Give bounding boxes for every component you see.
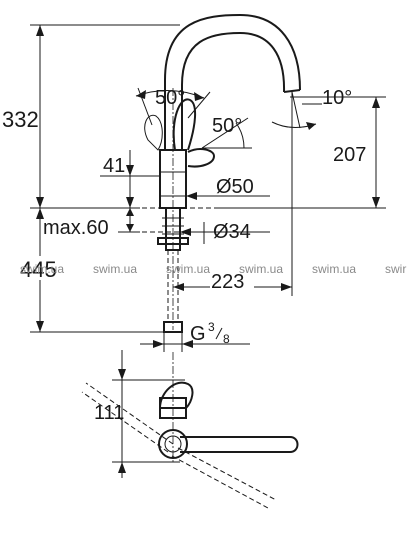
top-view-depth-dimension: 111 bbox=[94, 350, 185, 478]
total-height-dimension: 332 bbox=[2, 24, 180, 209]
spout-outer-curve bbox=[164, 13, 301, 150]
base-circle bbox=[158, 429, 188, 459]
watermark-row: swim.ua swim.ua swim.ua swim.ua swim.ua … bbox=[20, 262, 406, 276]
thread-label: G bbox=[190, 323, 206, 345]
hole-diameter-dimension: Ø34 bbox=[180, 221, 270, 244]
faucet-top-view bbox=[81, 352, 299, 509]
base-inner-circle bbox=[164, 435, 182, 453]
spout-tilt-dimension: 10° bbox=[271, 87, 352, 130]
faucet-side-view bbox=[144, 13, 301, 330]
spout-ghost-left bbox=[81, 382, 174, 453]
spout-tip bbox=[283, 89, 301, 93]
spout-tilt-label: 10° bbox=[322, 87, 352, 109]
spout-height-dimension: 207 bbox=[215, 96, 386, 209]
spout-inner-curve bbox=[181, 31, 286, 150]
watermark: swim.ua bbox=[239, 262, 283, 276]
lever-top-view bbox=[158, 381, 194, 409]
lever-handle bbox=[172, 98, 196, 151]
hose-length-label: 445 bbox=[20, 257, 57, 282]
thread-denominator: 8 bbox=[223, 332, 230, 346]
watermark: swim.ua bbox=[93, 262, 137, 276]
hose-connector bbox=[163, 321, 183, 333]
watermark: swir bbox=[385, 262, 406, 276]
lever-angle-top-label: 50° bbox=[155, 87, 185, 109]
lever-angle-top: 50° bbox=[135, 87, 211, 126]
reach-label: 223 bbox=[211, 271, 244, 293]
thread-dimension: G 3 8 bbox=[140, 320, 250, 352]
lever-angle-side: 50° bbox=[201, 115, 252, 149]
lever-angle-side-label: 50° bbox=[212, 115, 242, 137]
top-view-depth-label: 111 bbox=[94, 402, 124, 424]
spout-ghost-right bbox=[171, 447, 277, 509]
spout-top-straight bbox=[180, 436, 299, 453]
spout-height-label: 207 bbox=[333, 144, 366, 166]
hose-length-dimension: 445 bbox=[18, 208, 166, 333]
total-height-label: 332 bbox=[2, 107, 39, 132]
max-thickness-label: max.60 bbox=[43, 217, 109, 239]
body-top-view bbox=[159, 397, 187, 419]
mounting-shank bbox=[165, 207, 181, 251]
base-diameter-dimension: Ø50 bbox=[160, 176, 270, 206]
thread-numerator: 3 bbox=[208, 320, 215, 334]
base-diameter-label: Ø50 bbox=[216, 176, 254, 198]
lever-ghost bbox=[144, 114, 163, 151]
mounting-nut bbox=[157, 237, 189, 245]
max-thickness-dimension: max.60 bbox=[43, 207, 140, 239]
watermark: swim.ua bbox=[20, 262, 64, 276]
watermark: swim.ua bbox=[166, 262, 210, 276]
lever-side bbox=[187, 148, 216, 168]
base-height-label: 41 bbox=[103, 155, 125, 177]
watermark: swim.ua bbox=[312, 262, 356, 276]
base-height-dimension: 41 bbox=[100, 150, 160, 208]
hole-diameter-label: Ø34 bbox=[213, 221, 251, 243]
reach-dimension: 223 bbox=[173, 130, 293, 296]
